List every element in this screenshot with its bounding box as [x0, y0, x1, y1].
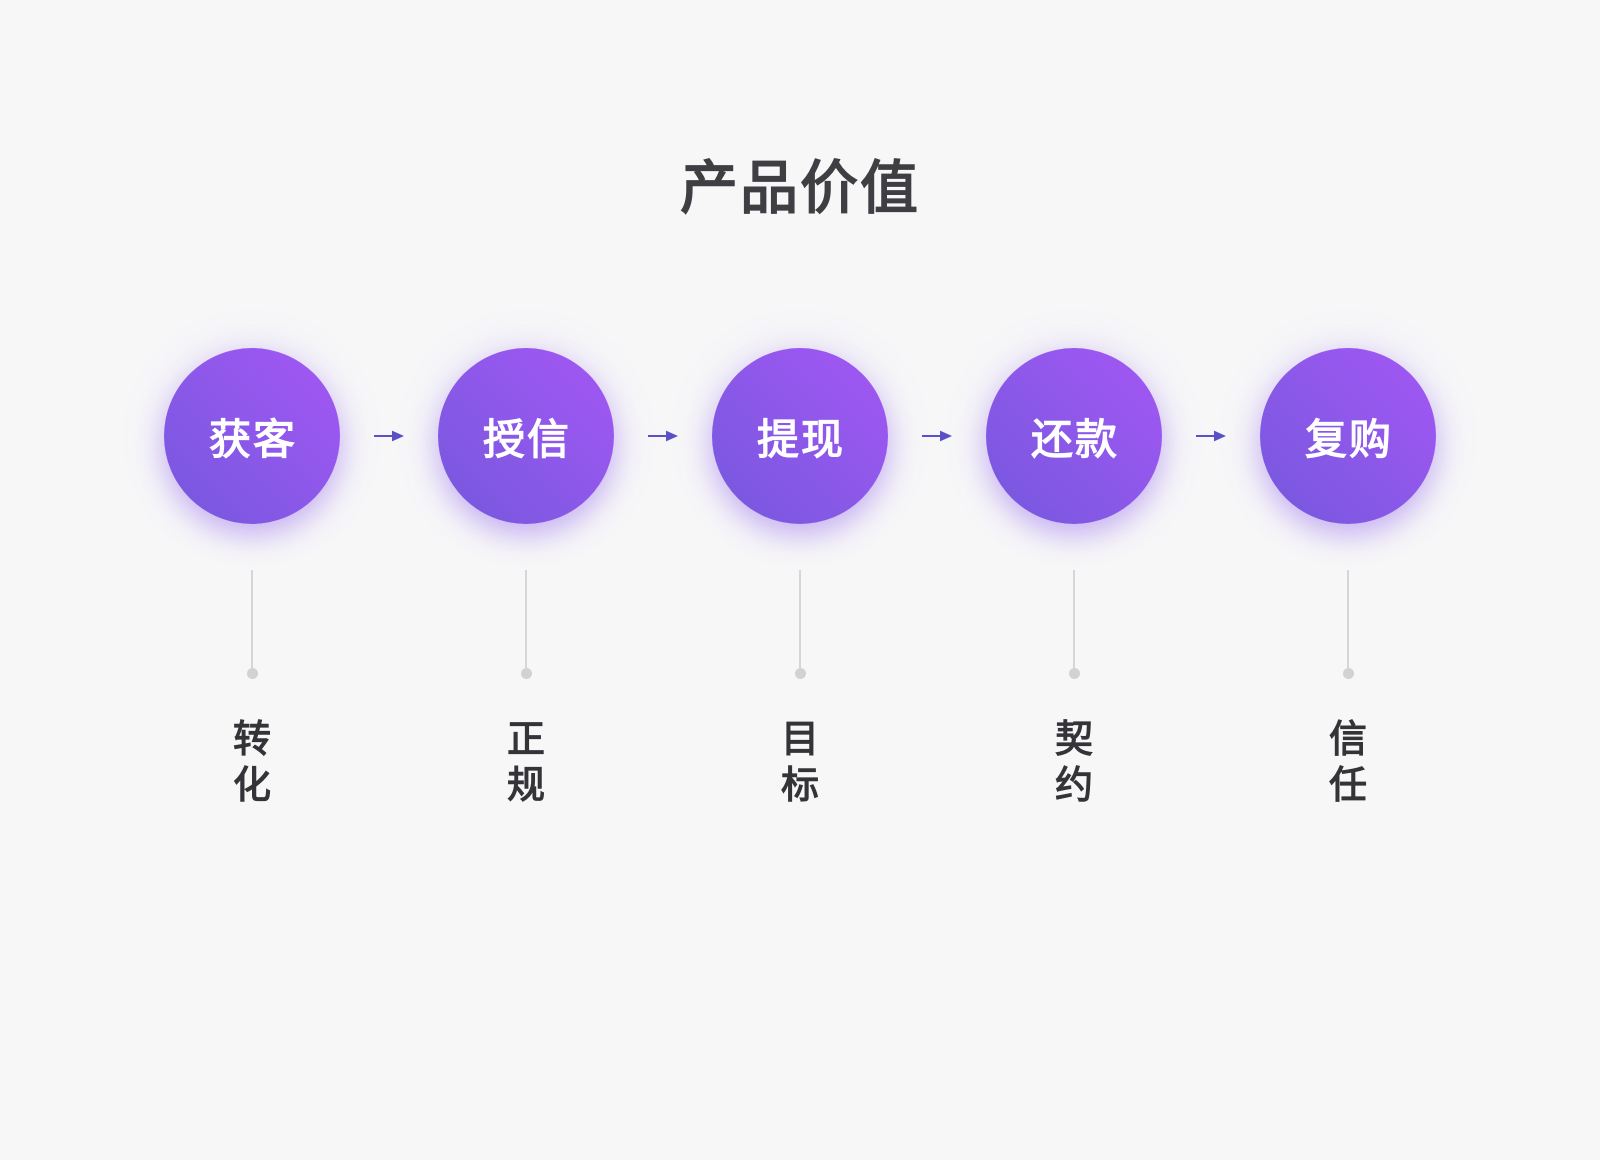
right-arrow-icon [648, 430, 678, 442]
value-flow-diagram: 获客 转化 授信 正规 [0, 348, 1600, 809]
connector-dot [246, 668, 258, 679]
flow-stage-4: 还款 契约 [986, 348, 1162, 809]
stage-circle: 获客 [164, 348, 340, 524]
stage-value-label: 信任 [1328, 719, 1367, 807]
connector-dot [1068, 668, 1080, 679]
right-arrow-icon [1196, 430, 1226, 442]
page-title: 产品价值 [679, 156, 920, 221]
right-arrow-icon [922, 430, 952, 442]
stage-value-label: 契约 [1054, 719, 1093, 807]
connector-line [251, 570, 253, 668]
stage-circle: 复购 [1260, 348, 1436, 524]
stage-value-label: 正规 [506, 719, 545, 807]
flow-arrow-3 [888, 348, 986, 524]
connector-line [525, 570, 527, 668]
flow-stage-1: 获客 转化 [164, 348, 340, 809]
connector-dot [520, 668, 532, 679]
flow-stage-2: 授信 正规 [438, 348, 614, 809]
connector-dot [794, 668, 806, 679]
flow-arrow-1 [340, 348, 438, 524]
stage-circle: 授信 [438, 348, 614, 524]
connector-line [799, 570, 801, 668]
stage-circle-label: 提现 [756, 415, 845, 463]
stage-circle-label: 复购 [1304, 415, 1393, 463]
stage-value-label: 转化 [232, 719, 271, 807]
flow-stage-3: 提现 目标 [712, 348, 888, 809]
stage-circle-label: 授信 [482, 415, 571, 463]
connector-dot [1342, 668, 1354, 679]
connector-line [1073, 570, 1075, 668]
stage-circle-label: 获客 [208, 415, 297, 463]
stage-circle: 提现 [712, 348, 888, 524]
flow-arrow-4 [1162, 348, 1260, 524]
stage-value-label: 目标 [780, 719, 819, 807]
flow-stage-5: 复购 信任 [1260, 348, 1436, 809]
stage-circle-label: 还款 [1030, 415, 1119, 463]
slide-product-value: 产品价值 获客 转化 授信 正规 [0, 160, 1600, 1160]
right-arrow-icon [374, 430, 404, 442]
connector-line [1347, 570, 1349, 668]
flow-arrow-2 [614, 348, 712, 524]
stage-circle: 还款 [986, 348, 1162, 524]
